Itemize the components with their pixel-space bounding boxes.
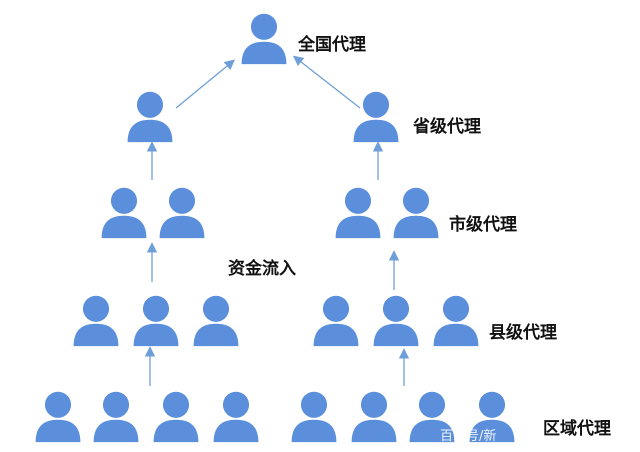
- person-icon: [291, 391, 337, 443]
- arrow-up: [292, 55, 361, 109]
- person-icon: [127, 91, 173, 143]
- person-icon: [351, 391, 397, 443]
- flow-label: 资金流入: [228, 258, 296, 279]
- arrow-up: [175, 59, 236, 109]
- person-icon: [213, 391, 259, 443]
- national-label: 全国代理: [297, 34, 366, 55]
- person-icon: [393, 187, 439, 239]
- person-icon: [133, 295, 179, 347]
- person-icon: [193, 295, 239, 347]
- person-icon: [335, 187, 381, 239]
- person-icon: [313, 295, 359, 347]
- level-city: 市级代理: [101, 187, 517, 239]
- person-icon: [101, 187, 147, 239]
- watermark-text: 百家号/新: [440, 428, 496, 444]
- person-icon: [373, 295, 419, 347]
- person-icon: [35, 391, 81, 443]
- city-label: 市级代理: [449, 214, 517, 235]
- person-icon: [93, 391, 139, 443]
- person-icon: [353, 91, 399, 143]
- level-district: 百家号/新 区域代理: [35, 391, 611, 444]
- county-label: 县级代理: [489, 322, 557, 343]
- district-label: 区域代理: [543, 418, 611, 439]
- level-provincial: 省级代理: [127, 91, 481, 143]
- person-icon: [241, 13, 287, 65]
- person-icon: [159, 187, 205, 239]
- level-county: 县级代理: [73, 295, 557, 347]
- level-national: 全国代理: [241, 13, 366, 65]
- person-icon: [433, 295, 479, 347]
- provincial-label: 省级代理: [412, 116, 481, 137]
- person-icon: [153, 391, 199, 443]
- person-icon: [73, 295, 119, 347]
- flow-arrows: [144, 55, 410, 386]
